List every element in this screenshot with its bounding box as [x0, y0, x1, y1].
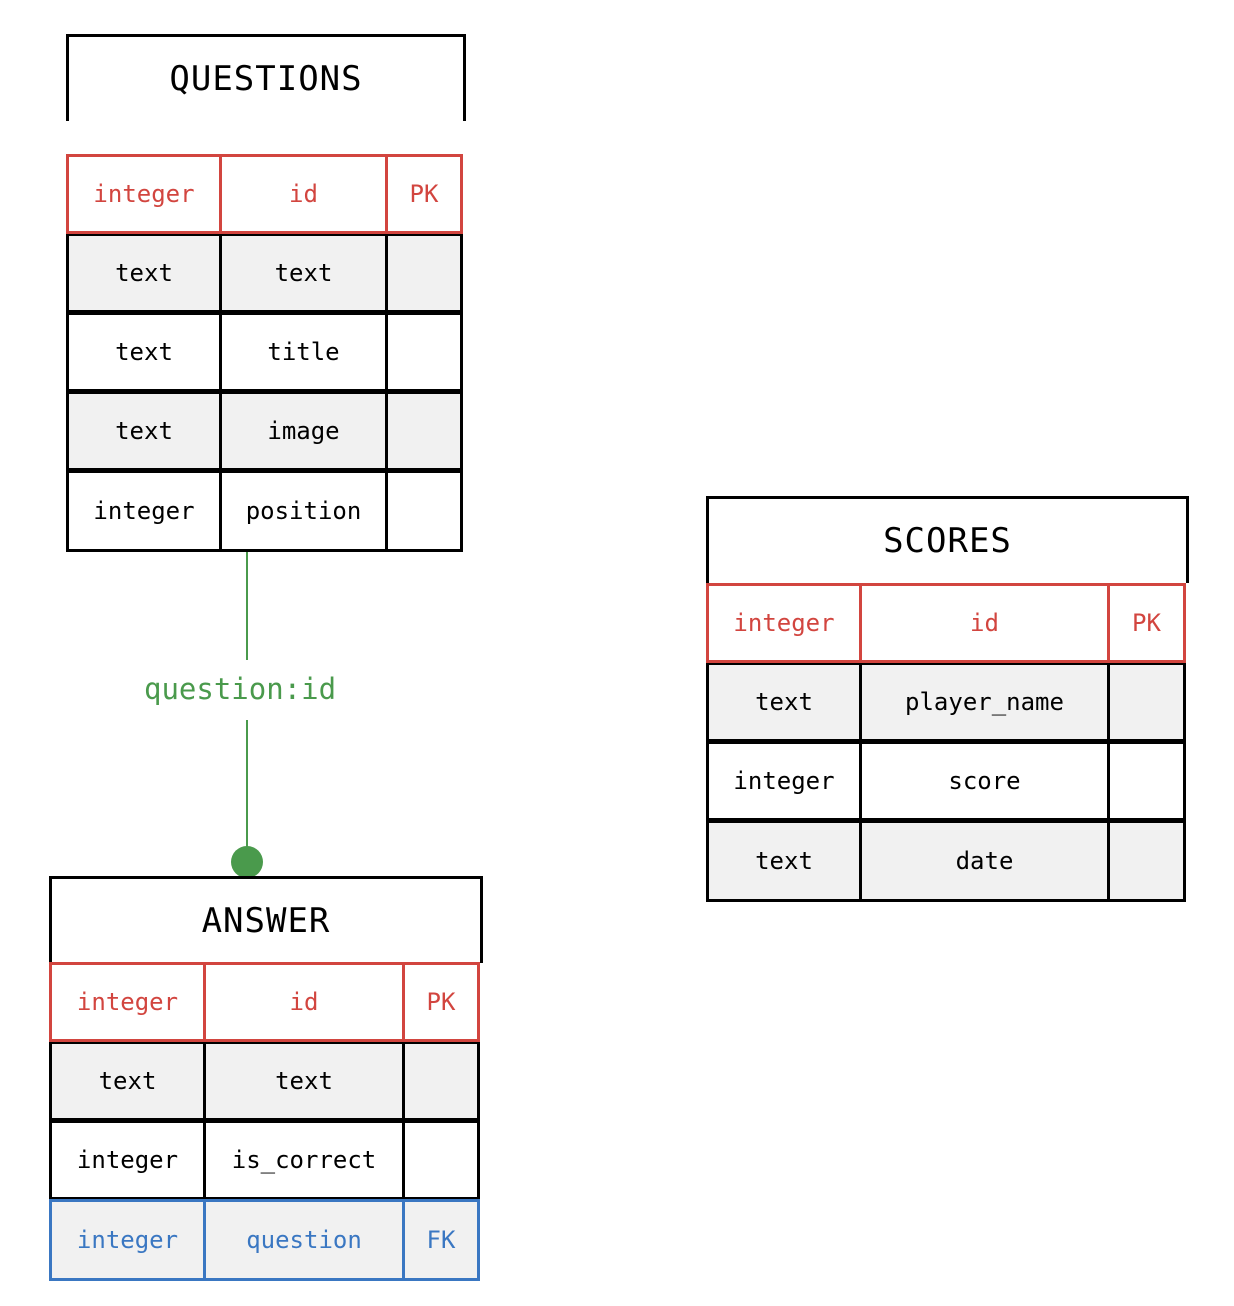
field-name: text: [219, 233, 388, 313]
field-type: integer: [49, 962, 206, 1042]
scores-title: SCORES: [706, 496, 1189, 583]
field-name: player_name: [859, 662, 1110, 742]
field-name: is_correct: [203, 1120, 405, 1200]
field-name: question: [203, 1199, 405, 1281]
field-key: [402, 1120, 480, 1200]
field-key: [385, 470, 463, 552]
field-name: text: [203, 1041, 405, 1121]
answer-table[interactable]: ANSWER integer id PK text text integer i…: [49, 876, 483, 1281]
questions-title: QUESTIONS: [66, 34, 466, 121]
field-name: title: [219, 312, 388, 392]
relationship-dot: [231, 846, 263, 878]
field-name: id: [859, 583, 1110, 663]
field-type: text: [66, 391, 222, 471]
field-type: text: [49, 1041, 206, 1121]
field-name: image: [219, 391, 388, 471]
field-type: text: [706, 662, 862, 742]
field-key: PK: [385, 154, 463, 234]
field-key: FK: [402, 1199, 480, 1281]
field-type: integer: [49, 1199, 206, 1281]
relationship-label: question:id: [138, 672, 343, 706]
field-name: score: [859, 741, 1110, 821]
field-key: [385, 233, 463, 313]
field-type: integer: [66, 154, 222, 234]
field-name: id: [219, 154, 388, 234]
field-key: [385, 391, 463, 471]
field-key: PK: [1107, 583, 1186, 663]
field-type: integer: [66, 470, 222, 552]
questions-table[interactable]: QUESTIONS integer id PK text text text t…: [66, 34, 466, 552]
field-type: text: [706, 820, 862, 902]
field-type: text: [66, 233, 222, 313]
field-type: text: [66, 312, 222, 392]
field-name: id: [203, 962, 405, 1042]
field-key: PK: [402, 962, 480, 1042]
field-key: [1107, 820, 1186, 902]
field-key: [1107, 741, 1186, 821]
answer-title: ANSWER: [49, 876, 483, 963]
field-type: integer: [49, 1120, 206, 1200]
field-key: [385, 312, 463, 392]
field-type: integer: [706, 583, 862, 663]
field-key: [402, 1041, 480, 1121]
field-key: [1107, 662, 1186, 742]
field-name: date: [859, 820, 1110, 902]
scores-table[interactable]: SCORES integer id PK text player_name in…: [706, 496, 1189, 902]
field-type: integer: [706, 741, 862, 821]
field-name: position: [219, 470, 388, 552]
